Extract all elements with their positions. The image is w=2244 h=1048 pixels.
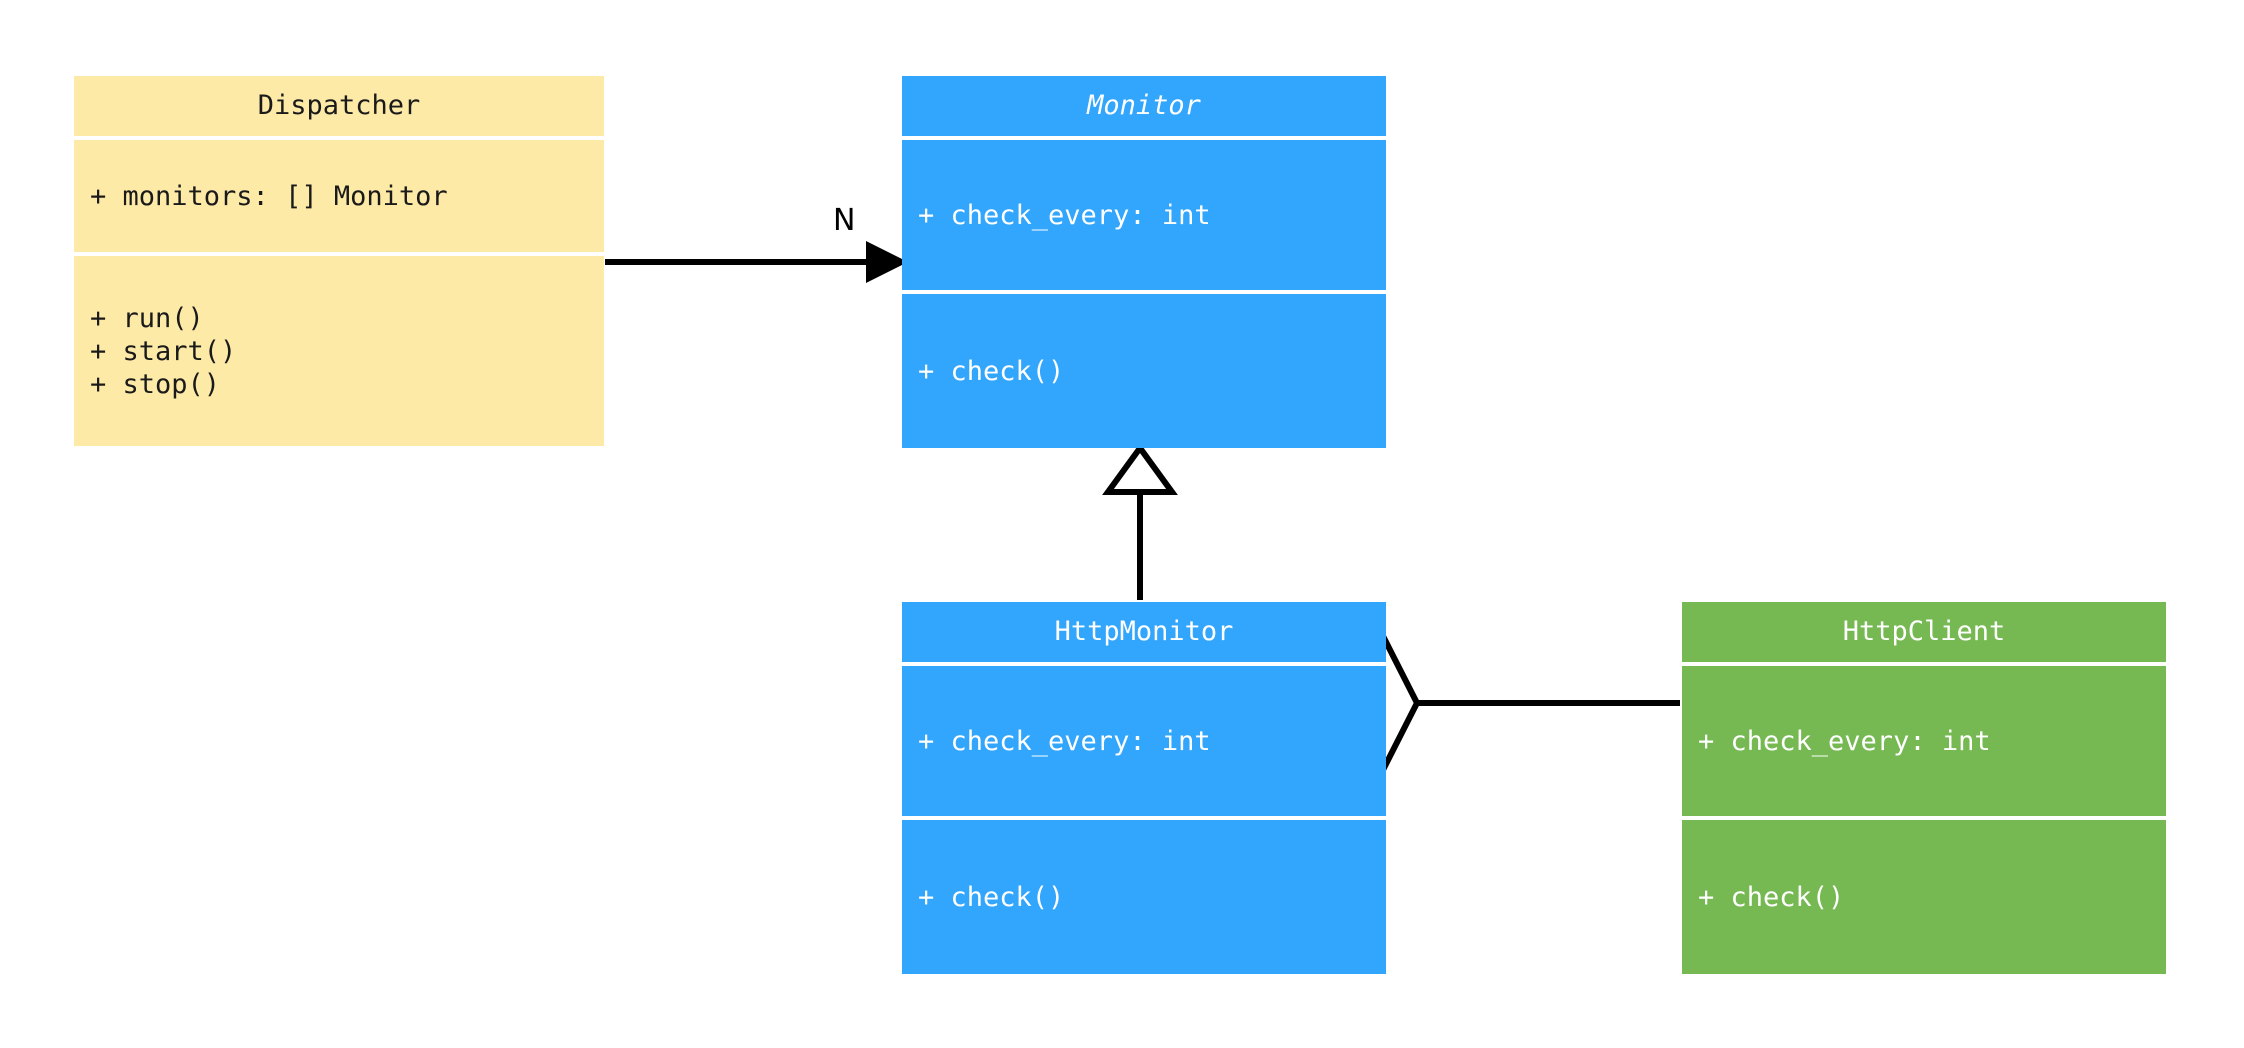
edge-httpmonitor-to-httpclient (1349, 633, 1680, 773)
compartment-divider (902, 290, 1386, 294)
attributes-compartment-httpmonitor: + check_every: int (902, 666, 1386, 816)
multiplicity-label-n: N (833, 203, 856, 238)
class-box-monitor[interactable]: Monitor + check_every: int + check() (902, 76, 1386, 448)
class-box-httpmonitor[interactable]: HttpMonitor + check_every: int + check() (902, 602, 1386, 974)
method-row: + run() (90, 302, 204, 334)
attributes-compartment-httpclient: + check_every: int (1682, 666, 2166, 816)
class-title-monitor: Monitor (1087, 90, 1201, 121)
hollow-triangle-icon (1102, 442, 1178, 495)
methods-compartment-httpmonitor: + check() (902, 820, 1386, 974)
methods-compartment-dispatcher: + run() + start() + stop() (74, 256, 604, 446)
attribute-row: + check_every: int (918, 199, 1211, 231)
class-title-httpmonitor: HttpMonitor (1054, 616, 1234, 647)
class-box-httpclient[interactable]: HttpClient + check_every: int + check() (1682, 602, 2166, 974)
compartment-divider (902, 136, 1386, 140)
method-row: + stop() (90, 368, 221, 400)
attributes-compartment-monitor: + check_every: int (902, 140, 1386, 290)
compartment-divider (1682, 816, 2166, 820)
class-box-dispatcher[interactable]: Dispatcher + monitors: [] Monitor + run(… (74, 76, 604, 446)
attribute-row: + monitors: [] Monitor (90, 180, 448, 212)
edge-httpmonitor-to-monitor (1102, 442, 1178, 600)
attribute-row: + check_every: int (918, 725, 1211, 757)
compartment-divider (902, 662, 1386, 666)
class-title-dispatcher: Dispatcher (257, 90, 421, 121)
attribute-row: + check_every: int (1698, 725, 1991, 757)
edge-dispatcher-to-monitor (605, 241, 908, 283)
method-row: + start() (90, 335, 237, 367)
compartment-divider (74, 252, 604, 256)
methods-compartment-monitor: + check() (902, 294, 1386, 448)
method-row: + check() (918, 355, 1065, 387)
compartment-divider (902, 816, 1386, 820)
compartment-divider (1682, 662, 2166, 666)
method-row: + check() (1698, 881, 1845, 913)
attributes-compartment-dispatcher: + monitors: [] Monitor (74, 140, 604, 252)
class-title-httpclient: HttpClient (1842, 616, 2006, 647)
method-row: + check() (918, 881, 1065, 913)
methods-compartment-httpclient: + check() (1682, 820, 2166, 974)
compartment-divider (74, 136, 604, 140)
